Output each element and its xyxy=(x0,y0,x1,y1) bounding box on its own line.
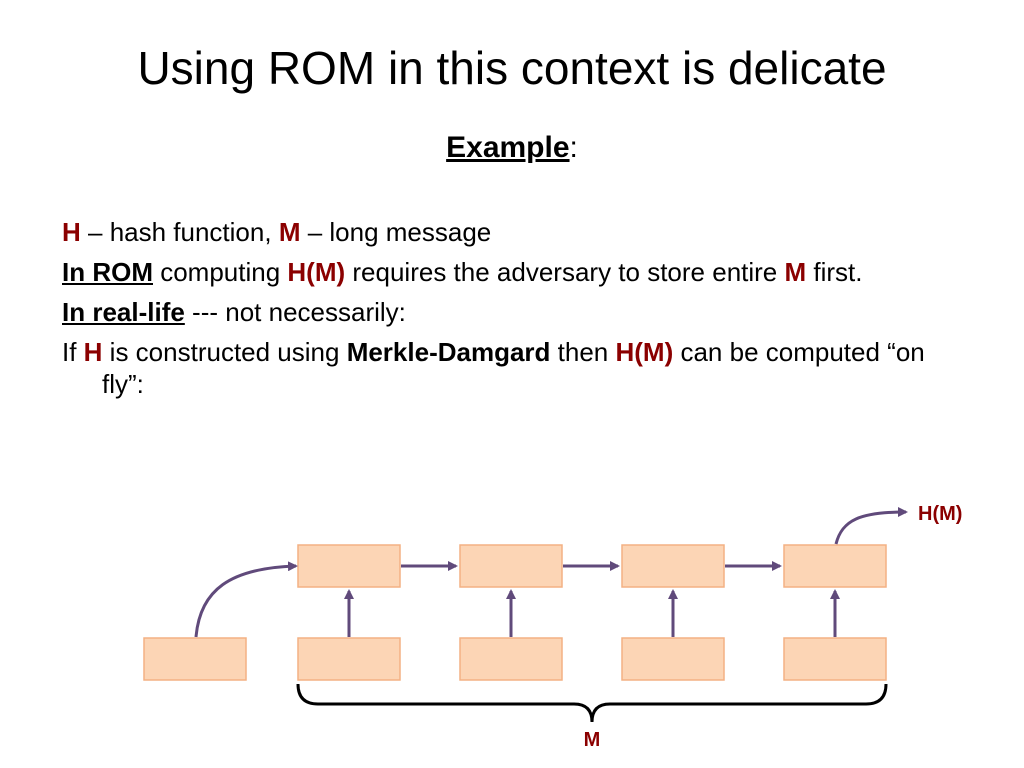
bullet-definitions: H – hash function, M – long message xyxy=(62,216,962,248)
hm-symbol: H(M) xyxy=(615,337,674,367)
m-symbol: M xyxy=(278,217,301,247)
text-span: can be computed “on fly”: xyxy=(102,337,925,399)
text-span: first. xyxy=(806,257,863,287)
in-real-life-label: In real-life xyxy=(62,297,185,327)
output-label: H(M) xyxy=(918,503,962,525)
h-symbol: H xyxy=(83,337,103,367)
text-span: is constructed using xyxy=(102,337,347,367)
text-span: – hash function, xyxy=(80,217,279,247)
example-label: Example xyxy=(446,131,570,164)
slide-title: Using ROM in this context is delicate xyxy=(137,42,887,94)
message-label: M xyxy=(584,729,601,751)
bullet-merkle-damgard: If H is constructed using Merkle-Damgard… xyxy=(62,336,962,400)
m-symbol: M xyxy=(784,257,807,287)
in-rom-label: In ROM xyxy=(62,257,153,287)
merkle-damgard-term: Merkle-Damgard xyxy=(346,337,551,367)
text-span: – long message xyxy=(300,217,492,247)
compression-block-1 xyxy=(297,544,401,588)
message-brace xyxy=(296,683,888,723)
bullet-in-rom: In ROM computing H(M) requires the adver… xyxy=(62,256,962,288)
compression-block-3 xyxy=(621,544,725,588)
message-block-2 xyxy=(459,637,563,681)
text-span: requires the adversary to store entire xyxy=(345,257,785,287)
example-colon: : xyxy=(569,131,578,164)
bullet-list: H – hash function, M – long message In R… xyxy=(62,216,962,408)
text-span: If xyxy=(62,337,84,367)
compression-block-4 xyxy=(783,544,887,588)
text-span: computing xyxy=(153,257,288,287)
message-block-4 xyxy=(783,637,887,681)
output-arrow xyxy=(834,507,908,545)
example-heading: Example: xyxy=(0,128,1024,168)
iv-to-block-arrow xyxy=(194,561,298,638)
h-symbol: H xyxy=(62,217,81,247)
iv-block xyxy=(143,637,247,681)
bullet-real-life: In real-life --- not necessarily: xyxy=(62,296,962,328)
message-block-3 xyxy=(621,637,725,681)
text-span: --- not necessarily: xyxy=(184,297,406,327)
text-span: then xyxy=(550,337,616,367)
compression-block-2 xyxy=(459,544,563,588)
message-block-1 xyxy=(297,637,401,681)
hm-symbol: H(M) xyxy=(287,257,346,287)
